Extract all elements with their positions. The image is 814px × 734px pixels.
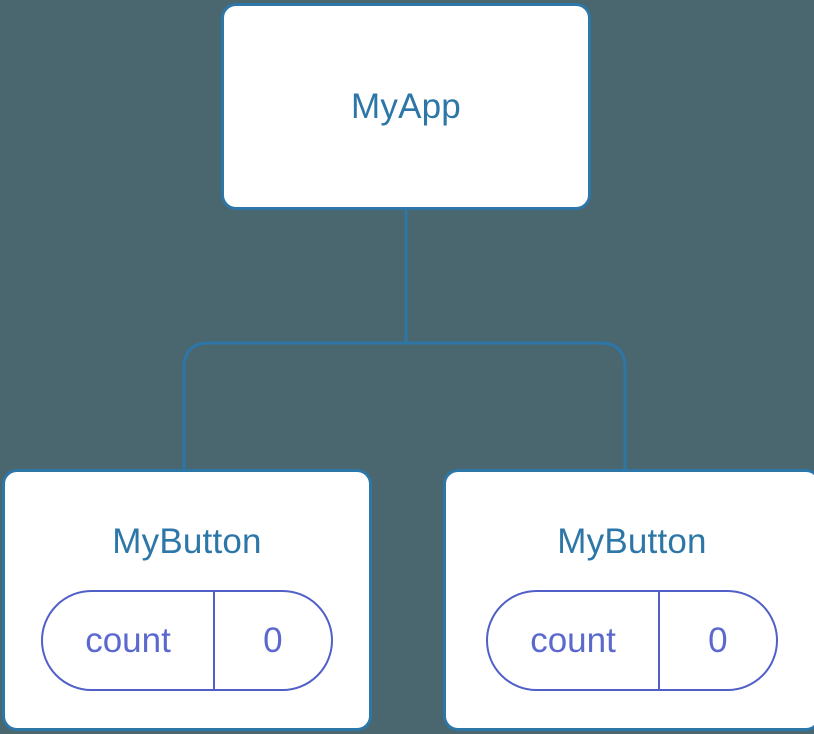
state-key: count: [530, 621, 616, 660]
state-key: count: [85, 621, 171, 660]
node-title: MyButton: [112, 522, 262, 561]
pill-divider: [212, 592, 215, 689]
tree-node-root[interactable]: MyApp: [221, 3, 591, 210]
tree-node-child-0[interactable]: MyButton count 0: [2, 469, 372, 731]
state-value: 0: [708, 621, 728, 660]
pill-divider: [657, 592, 660, 689]
connector-branch-left: [182, 341, 406, 470]
tree-node-child-1[interactable]: MyButton count 0: [443, 469, 814, 731]
connector-branch-right: [406, 341, 627, 470]
node-title: MyApp: [351, 87, 461, 126]
state-pill[interactable]: count 0: [486, 590, 778, 691]
state-value: 0: [263, 621, 283, 660]
node-title: MyButton: [557, 522, 707, 561]
state-pill[interactable]: count 0: [41, 590, 333, 691]
